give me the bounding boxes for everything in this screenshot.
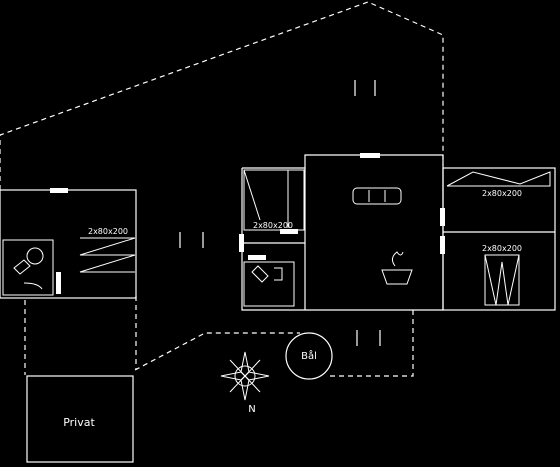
bed-center-icon	[243, 169, 305, 231]
bed-right-bottom-icon	[484, 254, 520, 306]
sauna-circle: Bål	[285, 332, 333, 380]
annex-label: Privat	[63, 416, 95, 429]
bed-right-top-label: 2x80x200	[482, 189, 522, 198]
doors	[50, 153, 445, 294]
sofa-icon	[352, 187, 402, 205]
stove-icon	[381, 251, 413, 285]
bed-left-label: 2x80x200	[88, 227, 128, 236]
window-marks	[179, 80, 381, 346]
north-label: N	[248, 404, 255, 415]
bed-center-label: 2x80x200	[253, 221, 293, 230]
labels: 2x80x200 2x80x200 2x80x200 2x80x200 Priv…	[63, 189, 522, 429]
bathroom-left-icon	[2, 239, 54, 296]
bathroom-center-icon	[243, 261, 295, 307]
bed-right-bottom-label: 2x80x200	[482, 244, 522, 253]
sauna-label: Bål	[301, 349, 317, 362]
terrace-outline	[0, 1, 444, 377]
bed-left-icon	[79, 237, 136, 273]
bed-right-top-icon	[446, 171, 551, 187]
compass-rose-icon	[220, 351, 270, 401]
